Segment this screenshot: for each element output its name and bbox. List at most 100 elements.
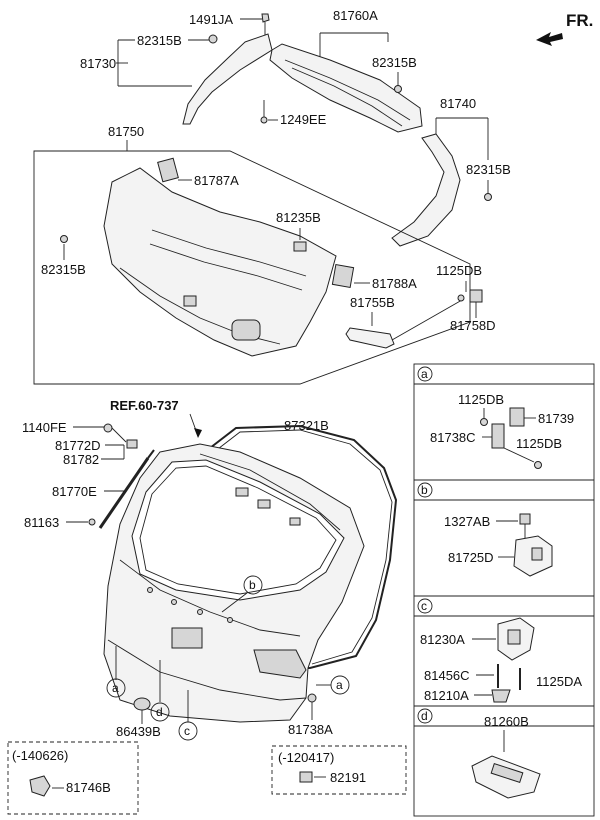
cover-81787A-icon <box>157 157 179 183</box>
variant-box-right <box>271 745 407 795</box>
label-81750: 81750 <box>108 124 144 139</box>
front-direction-label: FR. <box>566 11 593 30</box>
latch-mechanism-icon <box>507 629 521 645</box>
label-81730: 81730 <box>80 56 116 71</box>
detail-d-circle <box>417 708 433 724</box>
label-1125DB-a: 1125DB <box>436 263 482 278</box>
nut-82315B-a-icon <box>208 34 218 44</box>
pillar-trim-81730-icon <box>182 33 273 125</box>
label-81739: 81739 <box>538 411 574 426</box>
bumper-86439B-icon <box>133 697 151 711</box>
garnish-clip-icon <box>257 499 271 509</box>
label-81770E: 81770E <box>52 484 97 499</box>
label-82315B-c: 82315B <box>466 162 511 177</box>
liner-clip-icon <box>183 295 197 307</box>
label-86439B: 86439B <box>116 724 161 739</box>
label-81740: 81740 <box>440 96 476 111</box>
label-81755B: 81755B <box>350 295 395 310</box>
label-1140FE: 1140FE <box>22 420 67 435</box>
tailgate-liner-81750-icon <box>103 167 337 357</box>
variant-right-date: (-120417) <box>278 750 334 765</box>
label-1491JA: 1491JA <box>189 12 233 27</box>
label-detail-a-1125DB-1: 1125DB <box>458 392 504 407</box>
label-82315B-b: 82315B <box>372 55 417 70</box>
detail-panels-frame <box>413 363 595 817</box>
label-81746B: 81746B <box>66 780 111 795</box>
nut-82315B-b-icon <box>394 85 402 93</box>
label-81772D: 81772D <box>55 438 101 453</box>
nut-1327AB-icon <box>519 513 531 525</box>
reference-label: REF.60-737 <box>110 398 179 413</box>
callout-d: d <box>156 705 163 719</box>
label-81738C: 81738C <box>430 430 476 445</box>
bracket-81772D-icon <box>126 439 138 449</box>
callout-c-circle <box>178 721 198 741</box>
label-82191: 82191 <box>330 770 366 785</box>
callout-c: c <box>184 724 190 738</box>
label-87321B: 87321B <box>284 418 329 433</box>
header-trim-81760A-icon <box>269 43 423 133</box>
clip-81746B-icon <box>29 775 51 797</box>
license-lamp-lens-icon <box>490 762 524 784</box>
detail-b-letter: b <box>421 483 428 497</box>
label-1125DA: 1125DA <box>536 674 582 689</box>
label-81230A: 81230A <box>420 632 465 647</box>
handle-81755B-icon <box>345 327 395 349</box>
bolt-1125DB-a-icon <box>457 294 465 302</box>
detail-c-letter: c <box>421 599 427 613</box>
label-81163: 81163 <box>24 515 59 530</box>
license-lamp-recess-icon <box>171 627 203 649</box>
cover-81788A-icon <box>331 264 355 288</box>
bolt-1125DB-2-icon <box>534 461 542 469</box>
detail-d-letter: d <box>421 709 428 723</box>
label-81260B: 81260B <box>484 714 529 729</box>
tailgate-glass-opening <box>131 459 345 601</box>
bolt-1140FE-icon <box>103 423 113 433</box>
label-82315B-d: 82315B <box>41 262 86 277</box>
callout-a-right: a <box>336 678 343 692</box>
callout-a-left-circle <box>106 678 126 698</box>
callout-a-left: a <box>112 681 119 695</box>
pillar-trim-81740-icon <box>391 133 461 247</box>
clip-82191-icon <box>299 771 313 783</box>
callout-b: b <box>249 578 256 592</box>
garnish-clip-icon <box>235 487 249 497</box>
clip-81235B-icon <box>293 241 307 252</box>
ball-stud-81163-icon <box>88 518 96 526</box>
label-81788A: 81788A <box>372 276 417 291</box>
label-1327AB: 1327AB <box>444 514 490 529</box>
screw-1249EE-icon <box>260 116 268 124</box>
label-detail-a-1125DB-2: 1125DB <box>516 436 562 451</box>
bracket-81739-icon <box>509 407 525 427</box>
bumper-81738A-icon <box>307 693 317 703</box>
weatherstrip-87321B-icon <box>209 424 398 669</box>
label-81210A: 81210A <box>424 688 469 703</box>
striker-pin-icon <box>531 547 543 561</box>
bracket-81210A-icon <box>491 689 511 703</box>
variant-box-left <box>7 741 139 815</box>
label-81738A: 81738A <box>288 722 333 737</box>
label-81782: 81782 <box>63 452 99 467</box>
gas-lifter-81770E-icon <box>98 457 150 529</box>
garnish-clip-icon <box>289 517 301 526</box>
tail-lamp-opening-icon <box>253 649 307 679</box>
liner-handle-recess-icon <box>231 319 261 341</box>
label-81725D: 81725D <box>448 550 494 565</box>
bolt-1125DB-1-icon <box>480 418 488 426</box>
detail-b-circle <box>417 482 433 498</box>
label-1249EE: 1249EE <box>280 112 327 127</box>
nut-82315B-d-icon <box>60 235 68 243</box>
callout-b-circle <box>243 575 263 595</box>
bracket-81758D-icon <box>469 289 483 303</box>
nut-82315B-c-icon <box>484 193 492 201</box>
bracket-81738C-icon <box>491 423 505 449</box>
front-direction-arrow-icon <box>536 32 563 46</box>
detail-a-circle <box>417 366 433 382</box>
trim-panel-frame <box>33 150 471 385</box>
label-81456C: 81456C <box>424 668 470 683</box>
detail-c-circle <box>417 598 433 614</box>
label-82315B-a: 82315B <box>137 33 182 48</box>
callout-d-circle <box>150 702 170 722</box>
